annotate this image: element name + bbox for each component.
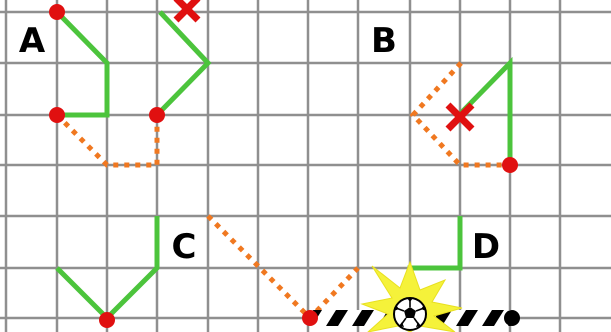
endpoint-b (502, 157, 518, 173)
endpoint-a-right (149, 107, 165, 123)
svg-text:C: C (172, 227, 197, 267)
endpoint-c-bottom (99, 312, 115, 328)
svg-text:B: B (371, 21, 397, 61)
crosses (176, 0, 472, 129)
dotted-paths (57, 63, 510, 318)
x-mark-icon-a (176, 0, 198, 20)
label-c: C (164, 222, 204, 267)
solid-path-d (410, 216, 460, 292)
label-b: B (364, 16, 404, 61)
svg-text:A: A (19, 21, 46, 61)
endpoint-a-top (49, 4, 65, 20)
endpoint-goal-start (302, 310, 318, 326)
soccer-ball-icon (394, 298, 426, 330)
goal-bar-end-dot (504, 310, 520, 326)
label-a: A (8, 16, 48, 61)
svg-text:D: D (472, 227, 500, 267)
label-d: D (468, 222, 508, 267)
endpoint-a-left (49, 107, 65, 123)
